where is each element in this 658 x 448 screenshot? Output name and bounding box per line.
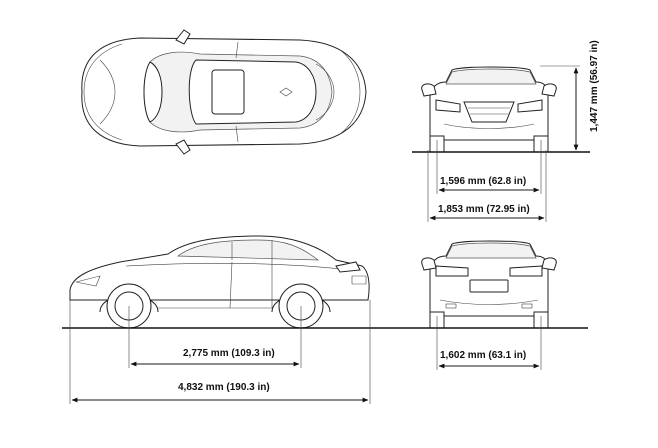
car-top-view (81, 29, 367, 155)
wheelbase-label: 2,775 mm (109.3 in) (183, 348, 275, 359)
length-dimension: 4,832 mm (190.3 in) (69, 300, 371, 404)
rear-track-dimension: 1,602 mm (63.1 in) (436, 316, 542, 370)
rear-track-label: 1,602 mm (63.1 in) (440, 350, 526, 361)
front-track-dimension: 1,596 mm (62.8 in) (436, 140, 542, 194)
height-label: 1,447 mm (56.97 in) (589, 40, 600, 132)
car-front-view (421, 66, 557, 153)
wheelbase-dimension: 2,775 mm (109.3 in) (128, 306, 302, 368)
width-label: 1,853 mm (72.95 in) (438, 204, 530, 215)
height-dimension: 1,447 mm (56.97 in) (540, 40, 600, 151)
car-rear-view (421, 240, 557, 329)
length-label: 4,832 mm (190.3 in) (178, 382, 270, 393)
front-track-label: 1,596 mm (62.8 in) (440, 176, 526, 187)
car-side-view (69, 235, 370, 329)
width-dimension: 1,853 mm (72.95 in) (427, 150, 547, 222)
